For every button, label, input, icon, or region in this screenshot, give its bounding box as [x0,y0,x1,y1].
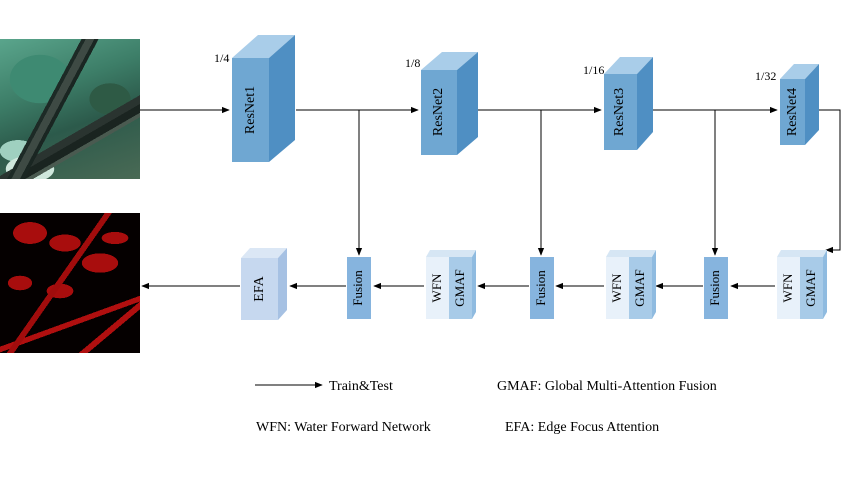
arrow-resnet4-to-wfn-gmaf [819,109,841,254]
resnet2-top-face [421,52,478,70]
resnet4-front-face [780,79,805,145]
efa-front-face [241,258,278,320]
wfn-2 [606,257,629,319]
resnet3-label: ResNet3 [612,88,627,136]
resnet1-block: ResNet1 1/4 [214,35,295,162]
resnet3-scale: 1/16 [583,63,604,77]
wfn-3-label: WFN [780,273,795,303]
resnet2-block: ResNet2 1/8 [405,52,478,155]
wfn-3 [777,257,800,319]
wfn-1-label: WFN [429,273,444,303]
gmaf-2-label: GMAF [632,269,647,307]
gmaf-3 [800,257,823,319]
fusion-2-label: Fusion [533,270,548,306]
resnet1-side-face [269,35,295,162]
gmaf-3-label: GMAF [803,269,818,307]
wfn-2-label: WFN [609,273,624,303]
fusion-block-1: Fusion [347,257,371,319]
output-water-mask [0,213,140,353]
resnet1-scale: 1/4 [214,51,229,65]
resnet3-side-face [637,57,653,150]
resnet2-scale: 1/8 [405,56,420,70]
resnet1-label: ResNet1 [243,86,258,134]
resnet1-front-face [232,58,269,162]
wfn-gmaf-block-2: WFN GMAF [606,250,656,319]
efa-side-face [278,248,287,320]
resnet1-top-face [232,35,295,58]
fusion-block-3: Fusion [704,257,728,319]
efa-label: EFA [252,275,267,301]
resnet2-front-face [421,70,457,155]
legend-train-test: Train&Test [329,379,393,394]
resnet4-scale: 1/32 [755,69,776,83]
gmaf-1-label: GMAF [452,269,467,307]
efa-block: EFA [241,248,287,320]
gmaf-1 [449,257,472,319]
resnet4-side-face [805,64,819,145]
input-satellite-image [0,39,140,179]
efa-top-face [241,248,287,258]
resnet4-label: ResNet4 [785,88,800,136]
legend: Train&Test GMAF: Global Multi-Attention … [255,379,717,435]
fusion-3-label: Fusion [707,270,722,306]
encoder-connections [140,106,841,256]
wfn-gmaf-block-3: WFN GMAF [777,250,827,319]
gmaf-2 [629,257,652,319]
resnet4-block: ResNet4 1/32 [755,64,819,145]
resnet3-front-face [604,74,637,150]
legend-wfn: WFN: Water Forward Network [256,420,431,435]
resnet4-top-face [780,64,819,79]
resnet3-top-face [604,57,653,74]
wfn-gmaf-block-1: WFN GMAF [426,250,476,319]
fusion-block-2: Fusion [530,257,554,319]
legend-efa: EFA: Edge Focus Attention [505,420,659,435]
wfn-1 [426,257,449,319]
resnet2-label: ResNet2 [431,88,446,136]
legend-gmaf: GMAF: Global Multi-Attention Fusion [497,379,717,394]
resnet2-side-face [457,52,478,155]
fusion-1-label: Fusion [350,270,365,306]
resnet3-block: ResNet3 1/16 [583,57,653,150]
